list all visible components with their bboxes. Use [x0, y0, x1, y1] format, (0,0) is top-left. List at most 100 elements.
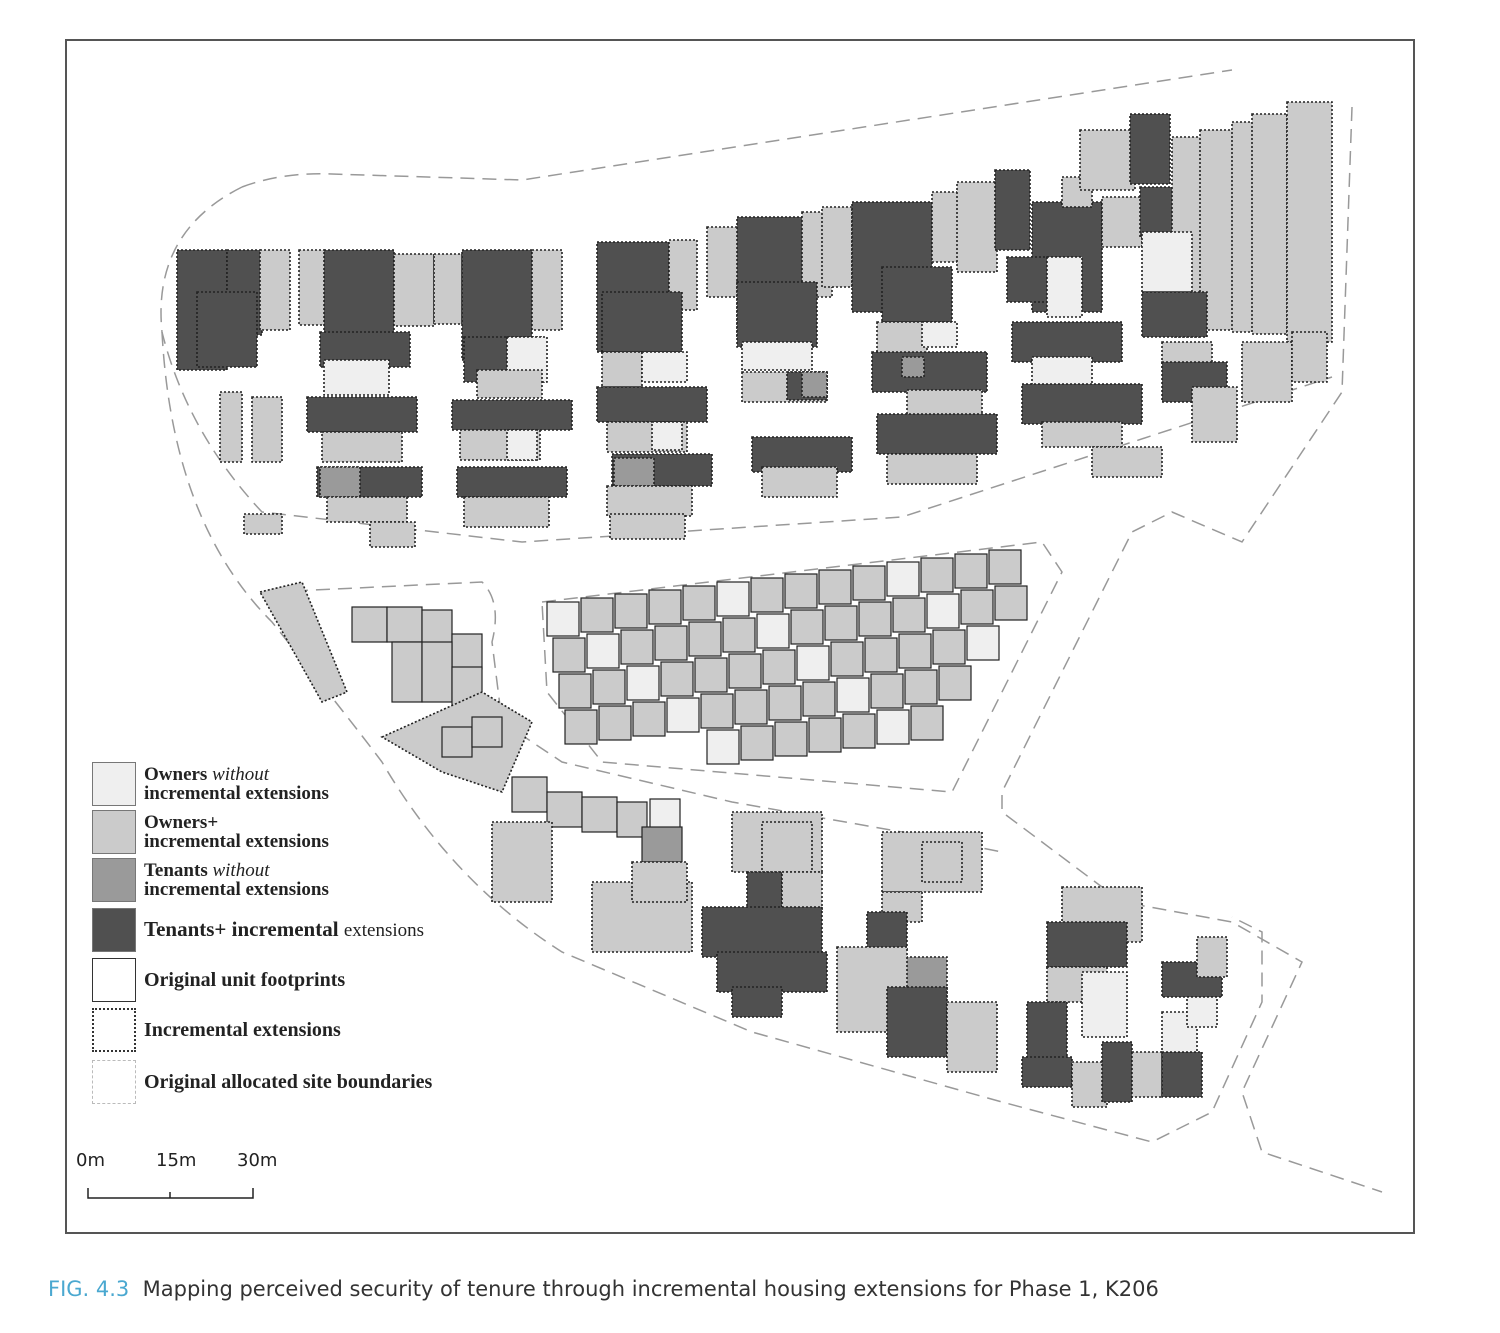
legend-swatch-incremental-extensions — [92, 1008, 136, 1052]
parcel — [716, 951, 828, 993]
parcel — [1026, 1001, 1068, 1063]
parcel — [938, 665, 972, 701]
legend-item-tenants-plus: Tenants+ incremental extensions — [92, 908, 424, 952]
legend-label: Original allocated site boundaries — [144, 1070, 433, 1093]
parcel — [326, 496, 408, 523]
parcel — [641, 826, 683, 863]
parcel — [956, 181, 998, 273]
parcel — [824, 605, 858, 641]
parcel — [323, 359, 390, 396]
parcel — [660, 661, 694, 697]
parcel — [546, 601, 580, 637]
parcel — [756, 613, 790, 649]
parcel — [901, 356, 925, 378]
north-block-boundary — [241, 69, 1383, 1193]
legend-label: Incremental extensions — [144, 1018, 341, 1041]
parcel — [421, 609, 453, 646]
parcels-layer — [176, 101, 1333, 1108]
parcel — [580, 597, 614, 633]
parcel — [881, 266, 953, 323]
legend-item-original-footprints: Original unit footprints — [92, 958, 345, 1002]
parcel — [601, 351, 643, 388]
parcel — [258, 581, 349, 704]
parcel — [606, 485, 693, 517]
parcel — [648, 589, 682, 625]
parcel — [1291, 331, 1328, 383]
parcel — [1091, 446, 1163, 478]
parcel — [1101, 1041, 1133, 1103]
parcel — [781, 871, 823, 913]
parcel — [598, 705, 632, 741]
parcel — [784, 573, 818, 609]
legend-item-incremental-extensions: Incremental extensions — [92, 1008, 341, 1052]
parcel — [762, 649, 796, 685]
parcel — [746, 871, 783, 913]
parcel — [531, 249, 563, 331]
scale-bar-line — [87, 1188, 254, 1199]
parcel — [876, 321, 928, 358]
parcel — [1241, 341, 1293, 403]
parcel — [871, 351, 988, 393]
parcel — [1129, 113, 1171, 185]
parcel — [421, 641, 453, 703]
parcel — [614, 593, 648, 629]
parcel — [451, 633, 483, 670]
parcel — [700, 693, 734, 729]
legend-item-tenants-without: Tenants without incremental extensions — [92, 858, 329, 902]
legend-swatch-site-boundaries — [92, 1060, 136, 1104]
parcel — [1186, 996, 1218, 1028]
parcel — [1161, 1051, 1203, 1098]
parcel — [761, 466, 838, 498]
parcel — [592, 669, 626, 705]
parcel — [1251, 113, 1288, 335]
parcel — [196, 291, 258, 368]
parcel — [506, 429, 538, 461]
site-plan-map — [160, 69, 1383, 1193]
parcel — [1011, 321, 1123, 363]
figure-caption: FIG. 4.3 Mapping perceived security of t… — [48, 1277, 1159, 1301]
parcel — [821, 206, 853, 288]
parcel — [476, 369, 543, 399]
parcel — [836, 677, 870, 713]
legend-label: Original unit footprints — [144, 968, 346, 991]
figure-number: FIG. 4.3 — [48, 1277, 130, 1301]
parcel — [393, 253, 435, 327]
parcel — [802, 681, 836, 717]
parcel — [391, 641, 423, 703]
parcel — [790, 609, 824, 645]
parcel — [1141, 231, 1193, 293]
parcel — [892, 597, 926, 633]
legend-label: Owners without incremental extensions — [144, 764, 329, 804]
parcel — [904, 669, 938, 705]
parcel — [1131, 1051, 1163, 1098]
parcel — [898, 633, 932, 669]
legend-item-site-boundaries: Original allocated site boundaries — [92, 1060, 432, 1104]
parcel — [319, 466, 361, 498]
scale-label-30: 30m — [237, 1150, 278, 1171]
parcel — [219, 391, 243, 463]
legend-swatch-owners-without — [92, 762, 136, 806]
parcel — [818, 569, 852, 605]
legend-item-owners-plus: Owners+ incremental extensions — [92, 810, 329, 854]
parcel — [716, 581, 750, 617]
parcel — [1101, 196, 1143, 248]
parcel — [701, 906, 823, 958]
south-block-inner — [271, 581, 1003, 853]
parcel — [728, 653, 762, 689]
parcel — [910, 705, 944, 741]
parcel — [1046, 256, 1083, 318]
legend-label: Tenants without incremental extensions — [144, 860, 329, 900]
parcel — [796, 645, 830, 681]
parcel — [601, 291, 683, 353]
legend-label: Owners+ incremental extensions — [144, 812, 329, 852]
parcel — [631, 861, 688, 903]
parcel — [306, 396, 418, 433]
parcel — [994, 585, 1028, 621]
parcel — [1196, 936, 1228, 978]
legend-item-owners-without: Owners without incremental extensions — [92, 762, 329, 806]
parcel — [740, 725, 774, 761]
legend-swatch-tenants-without — [92, 858, 136, 902]
parcel — [870, 673, 904, 709]
parcel — [960, 589, 994, 625]
parcel — [613, 457, 655, 487]
